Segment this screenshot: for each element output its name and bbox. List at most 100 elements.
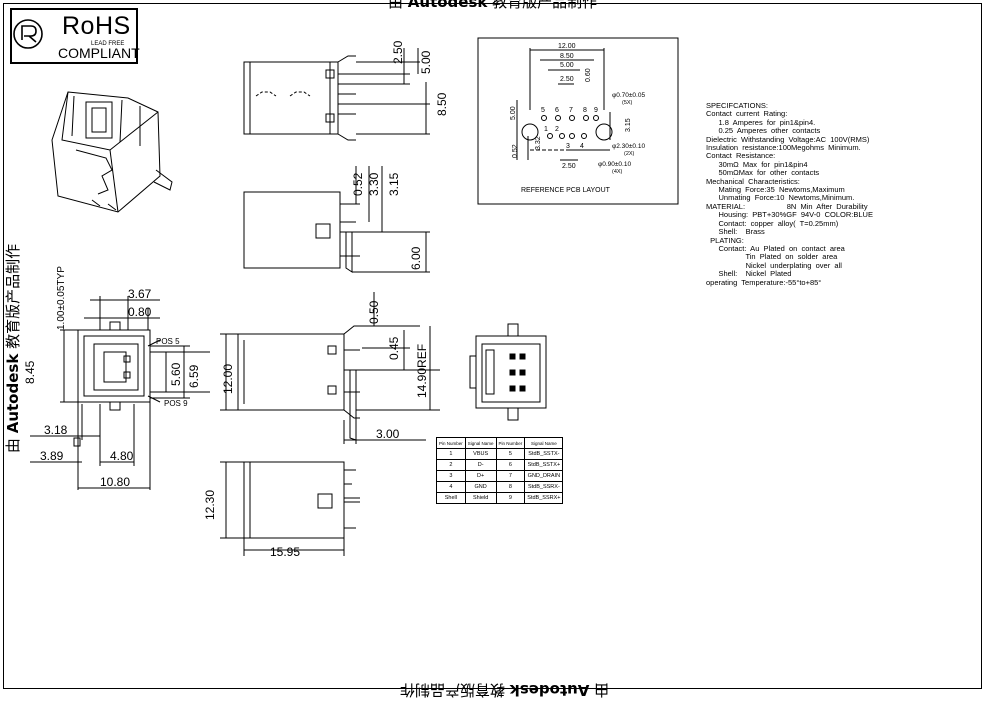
top-view — [243, 48, 430, 141]
table-cell: 5 — [495, 448, 526, 460]
spec-line: Insulation resistance:100Megohms Minimum… — [706, 143, 861, 153]
spec-line: PLATING: — [706, 235, 744, 245]
dim-front-0-45: 0.45 — [387, 336, 401, 360]
dim-front-12-00: 12.00 — [221, 364, 235, 394]
pcb-layout — [477, 37, 679, 205]
dim-top-2-50: 2.50 — [391, 40, 405, 64]
spec-line: Shell: Nickel Plated — [706, 269, 792, 279]
pcb-dim-5-00-left: 5.00 — [510, 106, 517, 120]
spec-line: Contact current Rating: — [706, 109, 788, 119]
left-section-view — [30, 296, 210, 490]
pos-9-label: POS 9 — [164, 399, 188, 408]
dim-side-6-00: 6.00 — [409, 246, 423, 270]
spec-line: SPECIFCATIONS: — [706, 101, 768, 110]
dim-left-5-60: 5.60 — [169, 362, 183, 386]
pcb-dim-5-00-top: 5.00 — [560, 62, 574, 69]
pin-table-header: Pin Number Signal Name Pin Number Signal… — [436, 437, 564, 449]
rohs-title: RoHS — [62, 12, 131, 40]
pcb-hole-note-1-count: (5X) — [622, 100, 633, 106]
pcb-dim-12-00: 12.00 — [558, 43, 576, 50]
pcb-pin-7: 7 — [569, 107, 573, 114]
spec-line: Unmating Force:10 Newtoms,Minimum. — [706, 193, 855, 203]
front-view — [220, 292, 440, 444]
spec-line: Housing: PBT+30%GF 94V-0 COLOR:BLUE — [706, 210, 873, 220]
pcb-dim-3-32: 3.32 — [535, 136, 542, 150]
pcb-title: REFERENCE PCB LAYOUT — [521, 187, 611, 194]
pcb-dim-2-50-bottom: 2.50 — [562, 163, 576, 170]
col-pin-number: Pin Number — [436, 437, 466, 449]
dim-front-0-50: 0.50 — [367, 300, 381, 324]
side-view — [243, 166, 430, 273]
table-cell: StdB_SSTX- — [524, 448, 564, 460]
end-view — [469, 323, 547, 421]
dim-front-14-90ref: 14.90REF — [415, 344, 429, 398]
pcb-pin-3: 3 — [566, 143, 570, 150]
spec-line: Contact Resistance: — [706, 151, 776, 161]
specifications-block: SPECIFCATIONS:Contact current Rating: 1.… — [706, 101, 873, 287]
dim-left-3-18: 3.18 — [44, 423, 68, 437]
col-signal-name-2: Signal Name — [524, 437, 564, 449]
table-cell: 7 — [495, 470, 526, 482]
table-cell: GND_DRAIN — [524, 470, 564, 482]
pcb-pin-6: 6 — [555, 107, 559, 114]
spec-line: Contact: Au Plated on contact area — [706, 243, 845, 253]
dim-left-8-45: 8.45 — [23, 360, 37, 384]
col-pin-number-2: Pin Number — [495, 437, 526, 449]
isometric-view — [51, 91, 173, 213]
rohs-badge: RoHS LEAD FREE COMPLIANT — [10, 8, 140, 64]
pcb-hole-note-1: φ0.70±0.05 — [612, 92, 645, 99]
pcb-hole-note-2: φ2.30±0.10 — [612, 143, 645, 150]
spec-line: 50mΩMax for other contacts — [706, 168, 820, 178]
dim-front-3-00: 3.00 — [376, 427, 400, 441]
dim-top-5-00: 5.00 — [419, 50, 433, 74]
pcb-hole-note-3: φ0.90±0.10 — [598, 161, 631, 168]
table-cell: 3 — [436, 470, 466, 482]
pcb-dim-0-60: 0.60 — [585, 68, 592, 82]
spec-line: 30mΩ Max for pin1&pin4 — [706, 159, 808, 169]
spec-line: Contact: copper alloy( T=0.25mm) — [706, 218, 839, 228]
table-cell: StdB_SSRX- — [524, 481, 564, 493]
table-cell: D- — [464, 459, 497, 471]
bottom-view — [220, 461, 360, 556]
pcb-pin-9: 9 — [594, 107, 598, 114]
pcb-dim-3-15: 3.15 — [625, 118, 632, 132]
spec-line: MATERIAL: 8N Min After Durability — [706, 201, 868, 211]
dim-left-3-67: 3.67 — [128, 287, 152, 301]
table-cell: Shell — [436, 492, 466, 504]
dim-side-0-52: 0.52 — [351, 172, 365, 196]
col-signal-name: Signal Name — [464, 437, 497, 449]
spec-line: Mating Force:35 Newtoms,Maximum — [706, 185, 845, 195]
spec-line: Mechanical Characteristics: — [706, 176, 800, 186]
table-cell: StdB_SSTX+ — [524, 459, 564, 471]
pcb-hole-note-2-count: (2X) — [624, 151, 635, 157]
pcb-dim-2-50-top: 2.50 — [560, 76, 574, 83]
table-cell: 1 — [436, 448, 466, 460]
table-cell: GND — [464, 481, 497, 493]
recycle-icon — [13, 19, 43, 49]
spec-line: Shell: Brass — [706, 227, 765, 237]
spec-line: operating Temperature:-55°to+85° — [706, 277, 822, 287]
dim-left-10-80: 10.80 — [100, 475, 130, 489]
spec-line: 1.8 Amperes for pin1&pin4. — [706, 117, 816, 127]
table-cell: 4 — [436, 481, 466, 493]
table-cell: Shield — [464, 492, 497, 504]
pcb-pin-1: 1 — [544, 126, 548, 133]
pcb-hole-note-3-count: (4X) — [612, 169, 623, 175]
dim-bottom-15-95: 15.95 — [270, 545, 300, 559]
spec-line: Tin Plated on solder area — [706, 252, 838, 262]
spec-line: 0.25 Amperes other contacts — [706, 126, 821, 136]
pcb-pin-8: 8 — [583, 107, 587, 114]
dim-left-0-80: 0.80 — [128, 305, 152, 319]
spec-line: Dielectric Withstanding Voltage:AC 100V(… — [706, 134, 870, 144]
dim-top-8-50: 8.50 — [435, 92, 449, 116]
dim-side-3-30: 3.30 — [367, 172, 381, 196]
sheet-border — [3, 3, 982, 689]
pos-5-label: POS 5 — [156, 337, 180, 346]
rohs-lead-free: LEAD FREE — [91, 41, 125, 47]
pcb-dim-8-50: 8.50 — [560, 53, 574, 60]
